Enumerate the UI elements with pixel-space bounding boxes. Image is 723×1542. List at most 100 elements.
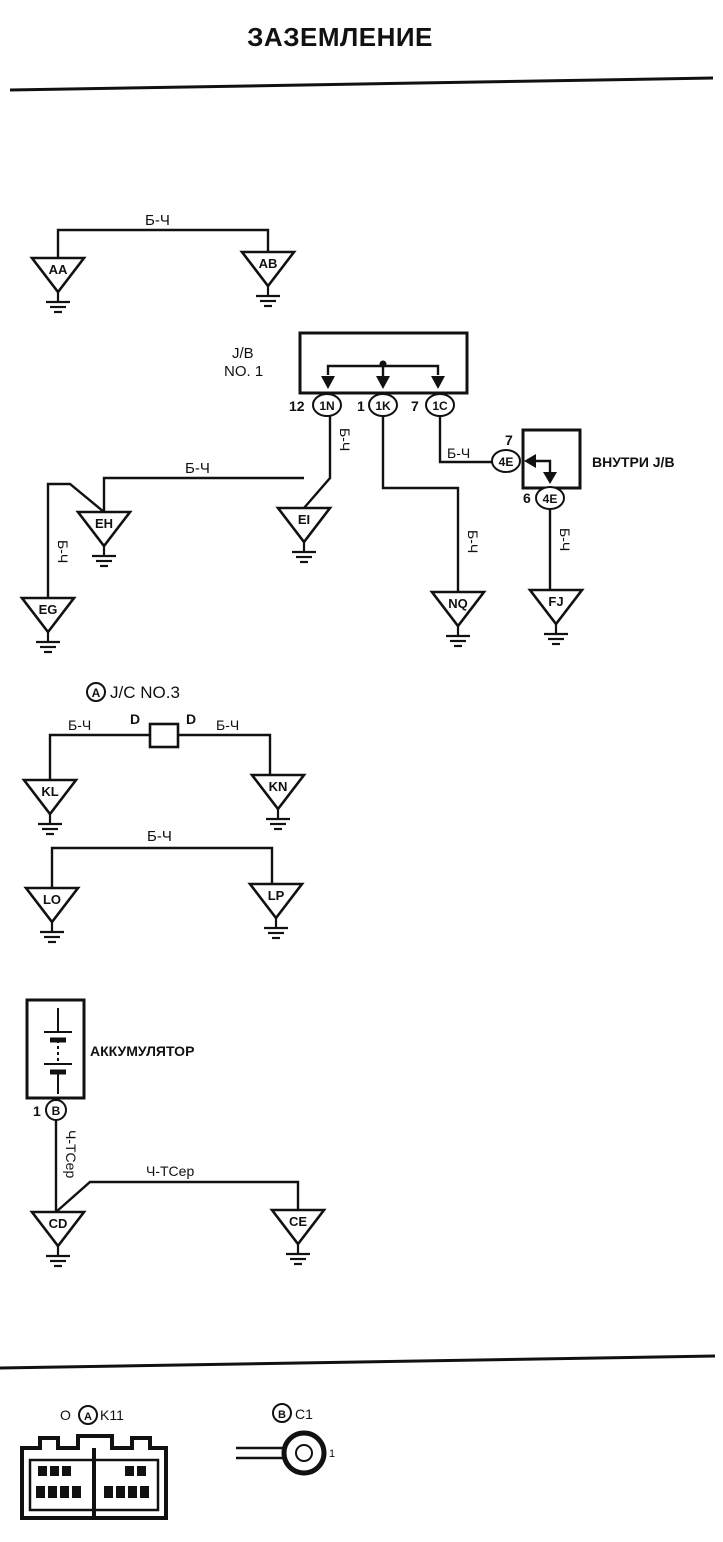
- jb-box: [298, 331, 469, 395]
- pin-number: 12: [289, 398, 305, 414]
- ground-ab: AB: [239, 250, 297, 308]
- wire-label: Б-Ч: [55, 540, 71, 563]
- jb-label-line2: NO. 1: [224, 363, 263, 380]
- pin-number: 1: [33, 1103, 41, 1119]
- ground-nq: NQ: [429, 590, 487, 648]
- pin-number: 1: [357, 398, 365, 414]
- ground-kl: KL: [21, 778, 79, 836]
- ground-label: AB: [259, 256, 278, 271]
- ground-label: FJ: [548, 594, 563, 609]
- wire-label: Ч-TCep: [146, 1163, 194, 1179]
- wire-label: Б-Ч: [185, 460, 210, 477]
- ground-label: AA: [49, 262, 68, 277]
- wire-label: Б-Ч: [145, 212, 170, 229]
- pin-id: 4E: [499, 455, 514, 469]
- wire-label: Б-Ч: [68, 717, 91, 733]
- ground-symbol-icon: [38, 920, 66, 944]
- jb-wires: Б-Ч Б-Ч Б-Ч Б-Ч Б-Ч: [46, 416, 492, 598]
- ground-symbol-icon: [44, 1244, 72, 1268]
- ground-cd: CD: [29, 1210, 87, 1268]
- ground-aa: AA: [29, 256, 87, 314]
- connector-code: K11: [100, 1407, 124, 1423]
- terminal-arrow-icon: [543, 472, 557, 484]
- battery-label: АККУМУЛЯТОР: [90, 1043, 194, 1059]
- ground-label: LP: [268, 888, 285, 903]
- pin-number: 1: [329, 1448, 335, 1460]
- ground-label: EH: [95, 516, 113, 531]
- pin-id: 1K: [375, 399, 391, 413]
- wire-label: Ч-TCep: [63, 1130, 79, 1178]
- pin-id: 1C: [432, 399, 448, 413]
- top-divider: [9, 76, 714, 92]
- wire-label: Б-Ч: [337, 428, 353, 451]
- ground-symbol-icon: [290, 540, 318, 564]
- connector-marker: A: [92, 686, 101, 700]
- junction-connector-no3: A J/C NO.3 Б-Ч D D Б-Ч: [48, 682, 272, 780]
- junction-box: [148, 722, 180, 749]
- ground-kn: KN: [249, 773, 307, 831]
- junction-block-no1: J/B NO. 1 12 1N 1 1K 7 1C: [224, 331, 469, 417]
- terminal-arrow-icon: [431, 376, 445, 389]
- page-title: ЗАЗЕМЛЕНИЕ: [247, 22, 433, 52]
- jb-label-line1: J/B: [232, 345, 254, 362]
- jc-label: J/C NO.3: [110, 683, 180, 702]
- inside-jb-block: 7 4E ВНУТРИ J/B 6 4E Б-Ч: [491, 428, 675, 590]
- ground-eg: EG: [19, 596, 77, 654]
- connector-code: C1: [295, 1406, 313, 1422]
- ground-label: EG: [39, 602, 58, 617]
- ring-terminal-icon: [236, 1430, 327, 1476]
- wire-label: Б-Ч: [465, 530, 481, 553]
- ground-label: KN: [269, 779, 288, 794]
- wire-label: Б-Ч: [216, 717, 239, 733]
- ground-fj: FJ: [527, 588, 585, 646]
- connector-b-view: B C1 1: [236, 1403, 335, 1476]
- battery-box: [25, 998, 86, 1100]
- ground-ei: EI: [275, 506, 333, 564]
- ground-symbol-icon: [264, 807, 292, 831]
- wire-label: Б-Ч: [147, 828, 172, 845]
- ground-label: CE: [289, 1214, 307, 1229]
- terminal-arrow-icon: [524, 454, 536, 468]
- wire-label: Б-Ч: [557, 528, 573, 551]
- terminal-arrow-icon: [321, 376, 335, 389]
- ground-lp: LP: [247, 882, 305, 940]
- terminal-arrow-icon: [376, 376, 390, 389]
- ground-label: KL: [41, 784, 58, 799]
- battery-block: АККУМУЛЯТОР 1 B Ч-TCep Ч-TCep: [25, 998, 300, 1213]
- ground-eh: EH: [75, 510, 133, 568]
- ground-label: NQ: [448, 596, 468, 611]
- pin-id: 1N: [319, 399, 334, 413]
- connector-a-view: O A K11: [20, 1405, 168, 1520]
- ground-ce: CE: [269, 1208, 327, 1266]
- ground-symbol-icon: [34, 630, 62, 654]
- jc-pin-right: D: [186, 711, 196, 727]
- wire-label: Б-Ч: [447, 445, 470, 461]
- ground-symbol-icon: [36, 812, 64, 836]
- ground-label: LO: [43, 892, 61, 907]
- ground-symbol-icon: [284, 1242, 312, 1266]
- ground-label: EI: [298, 512, 310, 527]
- ground-symbol-icon: [262, 916, 290, 940]
- bottom-divider: [0, 1354, 716, 1370]
- pin-id: 4E: [543, 492, 558, 506]
- ground-symbol-icon: [254, 284, 282, 308]
- ground-label: CD: [49, 1216, 68, 1231]
- pin-id: B: [52, 1104, 61, 1118]
- connector-k11-icon: [20, 1434, 168, 1520]
- inside-jb-label: ВНУТРИ J/B: [592, 454, 675, 470]
- connector-marker: A: [84, 1411, 92, 1423]
- pin-number: 6: [523, 490, 531, 506]
- pin-number: 7: [505, 432, 513, 448]
- pin-number: 7: [411, 398, 419, 414]
- ground-lo: LO: [23, 886, 81, 944]
- connector-prefix: O: [60, 1407, 71, 1423]
- ground-symbol-icon: [444, 624, 472, 648]
- ground-symbol-icon: [90, 544, 118, 568]
- jc-pin-left: D: [130, 711, 140, 727]
- ground-symbol-icon: [44, 290, 72, 314]
- ground-group-aa-ab: Б-Ч AA AB: [29, 212, 297, 314]
- connector-marker: B: [278, 1409, 286, 1421]
- ground-group-lo-lp: Б-Ч: [50, 828, 274, 888]
- ground-symbol-icon: [542, 622, 570, 646]
